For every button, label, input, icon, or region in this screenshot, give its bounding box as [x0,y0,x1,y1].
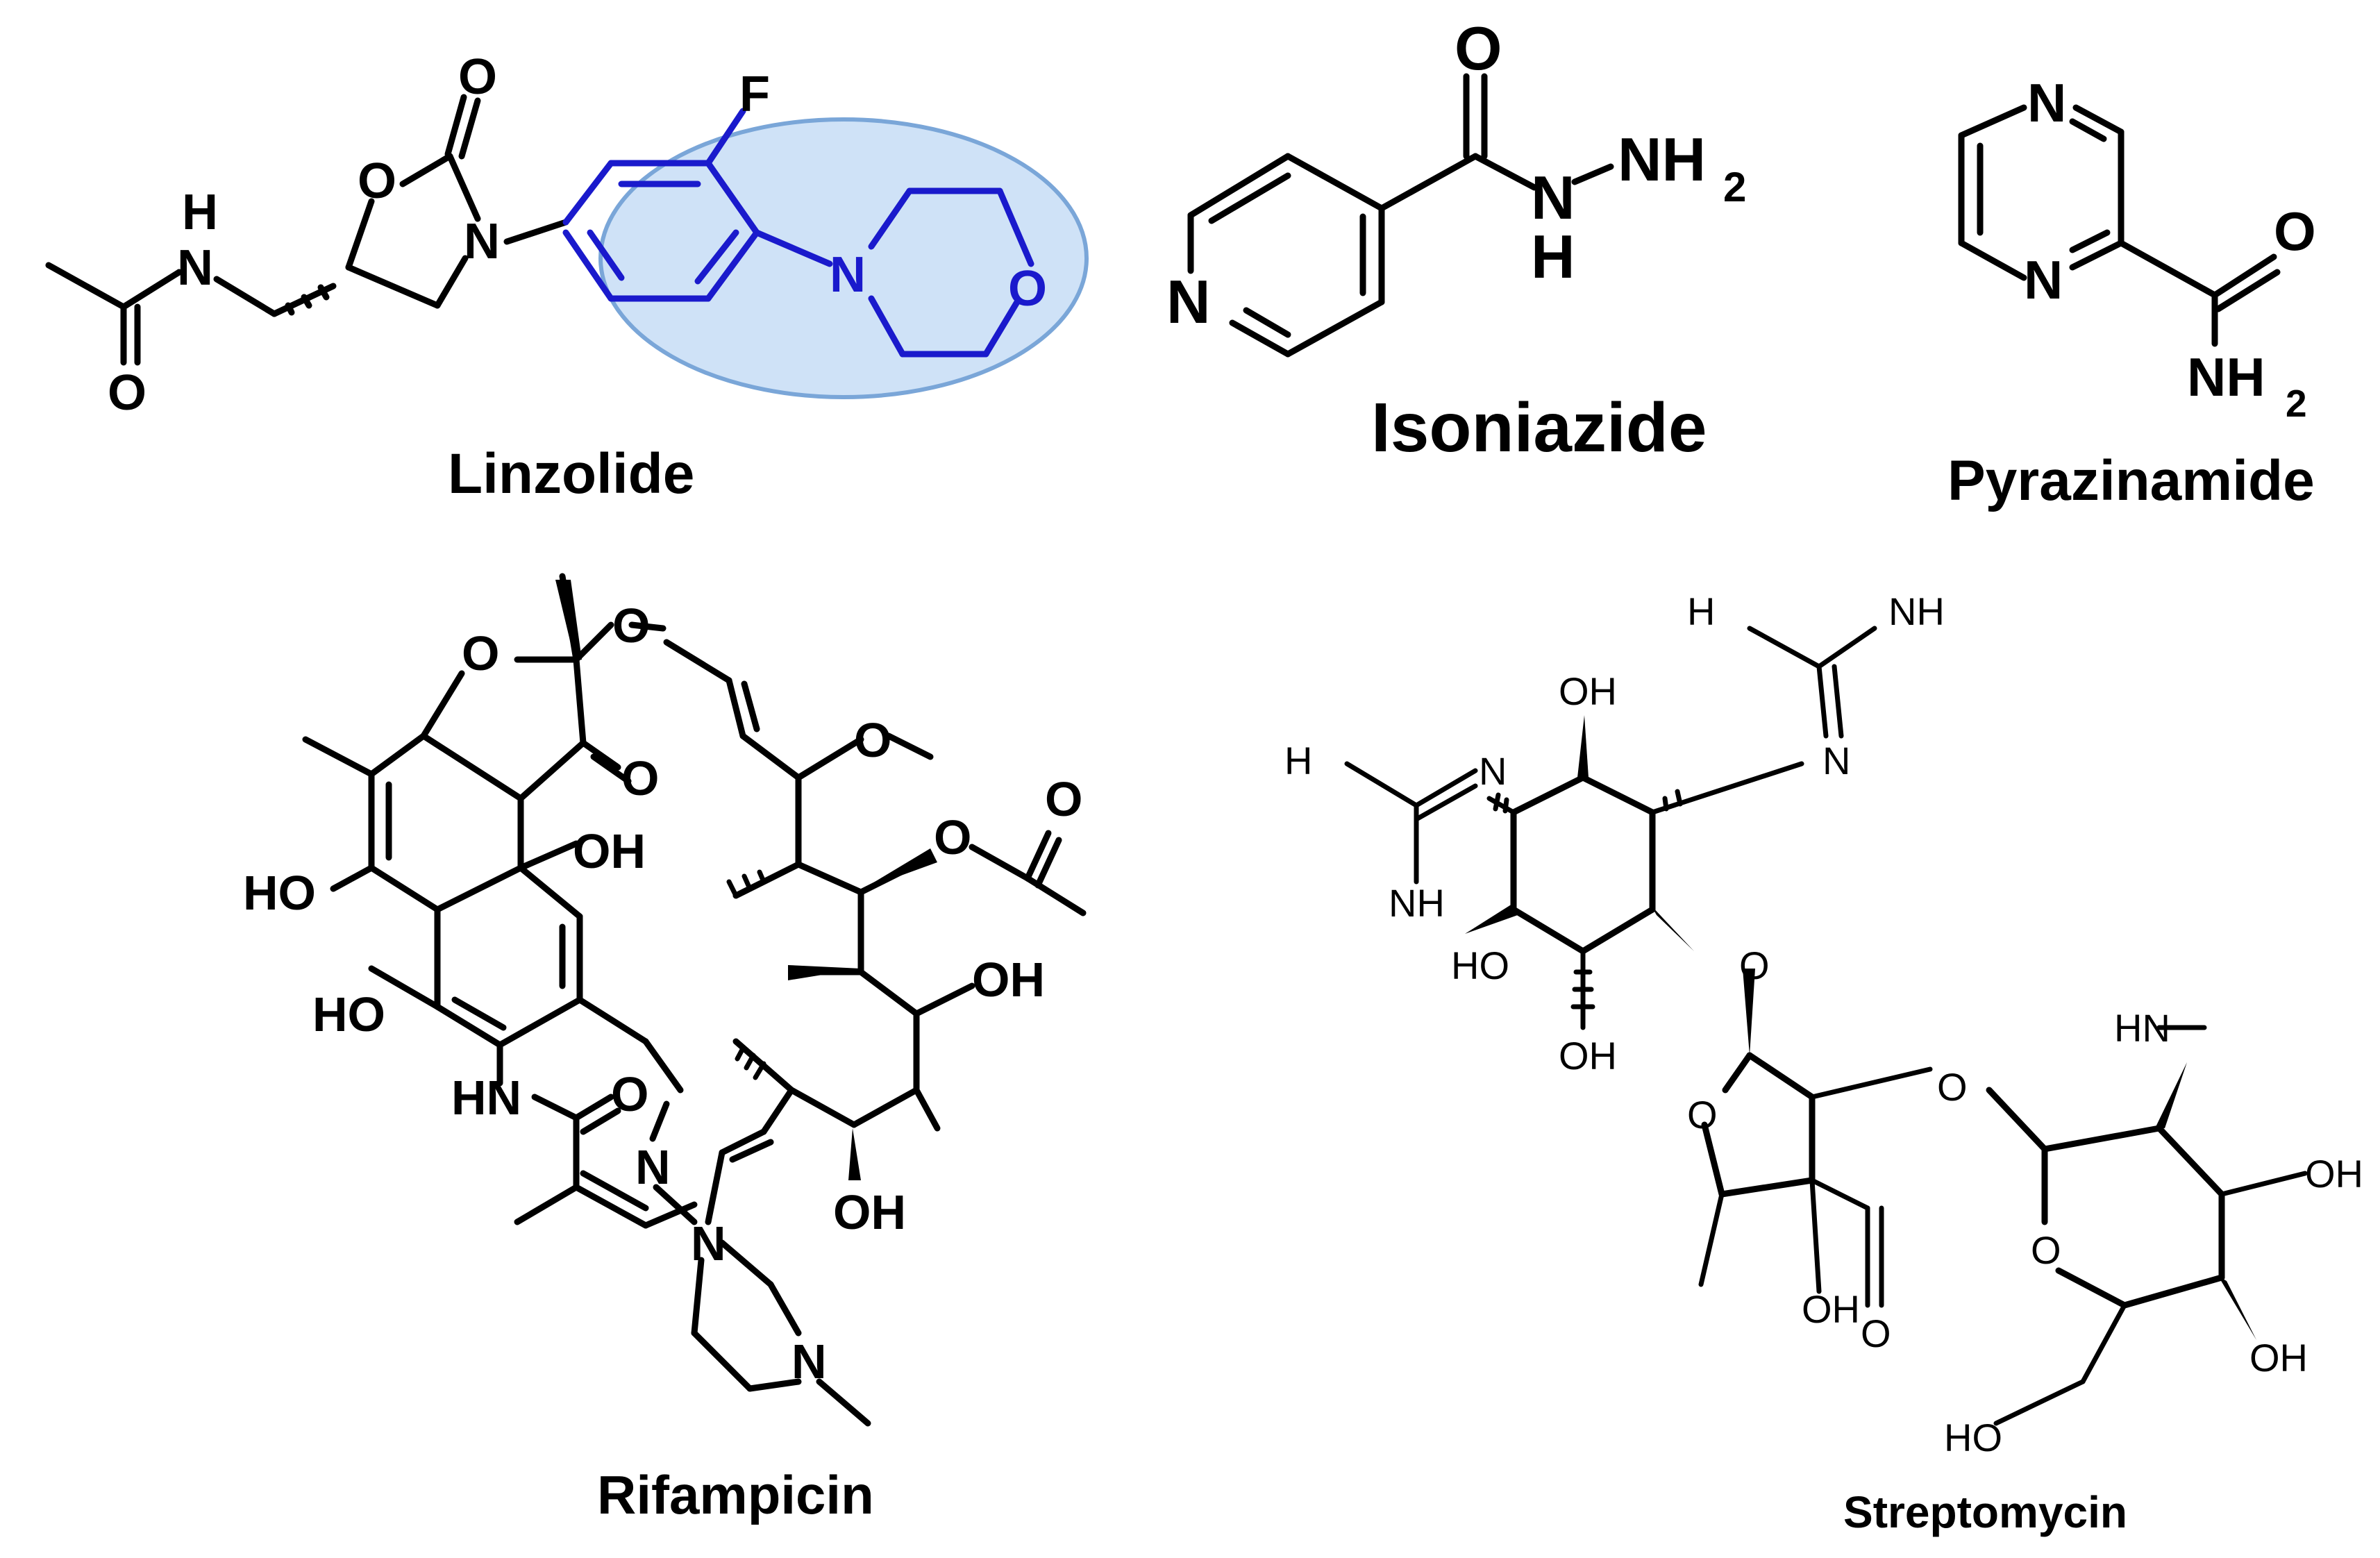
atom-label: N [1166,267,1211,336]
atom-label: N [1479,749,1507,793]
atom-label: N [1822,739,1850,782]
atom-label: O [1455,14,1502,83]
atom-label: O [358,153,396,209]
pyrazinamide-structure: N N O NH 2 Pyrazinamide [1947,72,2316,512]
rifampicin-caption: Rifampicin [597,1464,874,1525]
atom-label: O [458,49,497,105]
atom-label: N [464,214,500,269]
atom-label: F [739,67,770,122]
atom-label: O [1008,261,1047,317]
atom-label: OH [972,953,1045,1007]
atom-label: O [854,713,891,767]
atom-label: HN [2114,1006,2170,1050]
atom-label: HO [1944,1416,2002,1459]
atom-label: HO [243,866,316,920]
atom-label: O [612,598,650,653]
atom-label: O [1861,1312,1891,1355]
atom-label: OH [1559,1034,1617,1078]
atom-label: O [1937,1065,1968,1109]
atom-label: N [691,1216,726,1271]
atom-label: H [1687,589,1715,633]
atom-label: NH [1888,589,1945,633]
atom-label: N [2024,249,2063,310]
atom-label: O [1687,1093,1718,1137]
streptomycin-caption: Streptomycin [1843,1487,2127,1537]
rifampicin-structure: O O O OH HO HO HN O N N N OH OH O O O Ri… [243,573,1087,1525]
atom-label: OH [2249,1336,2308,1380]
atom-label: O [621,751,659,805]
atom-label: OH [573,824,646,878]
pyrazinamide-caption: Pyrazinamide [1947,449,2315,512]
atom-label: O [1045,772,1082,826]
atom-label: N [791,1334,827,1389]
atom-label: O [2274,201,2316,262]
atom-label: N [635,1140,671,1194]
atom-label: O [934,810,971,864]
atom-label: N [2027,72,2066,133]
atom-label: O [108,365,146,421]
streptomycin-structure: H NH N OH H N NH HO OH O O O OH O HN OH … [1284,589,2363,1537]
atom-label: NH [2187,346,2265,408]
isoniazide-caption: Isoniazide [1371,389,1707,467]
linezolid-structure: H N O O O N F N O Linzolide [45,49,1089,505]
atom-label: H [1531,222,1575,291]
atom-label: OH [1802,1287,1860,1331]
atom-label: HN [451,1071,521,1125]
linezolid-caption: Linzolide [448,442,694,505]
atom-label: 2 [2286,382,2307,425]
atom-label: H [1284,739,1312,782]
atom-label: HO [312,987,385,1041]
atom-label: OH [833,1185,906,1239]
atom-label: O [1739,944,1770,987]
atom-label: OH [1559,669,1617,713]
atom-label: H [182,185,218,240]
atom-label: NH [1389,881,1445,925]
atom-label: N [1531,163,1575,232]
atom-label: O [2031,1228,2061,1272]
atom-label: HO [1451,944,1509,987]
atom-label: 2 [1723,164,1746,210]
isoniazide-structure: N O N H NH 2 Isoniazide [1166,14,1746,467]
atom-label: O [462,626,499,680]
atom-label: N [830,247,866,303]
atom-label: OH [2305,1152,2363,1196]
atom-label: N [177,240,213,296]
atom-label: NH [1618,125,1706,194]
atom-label: O [611,1067,648,1121]
